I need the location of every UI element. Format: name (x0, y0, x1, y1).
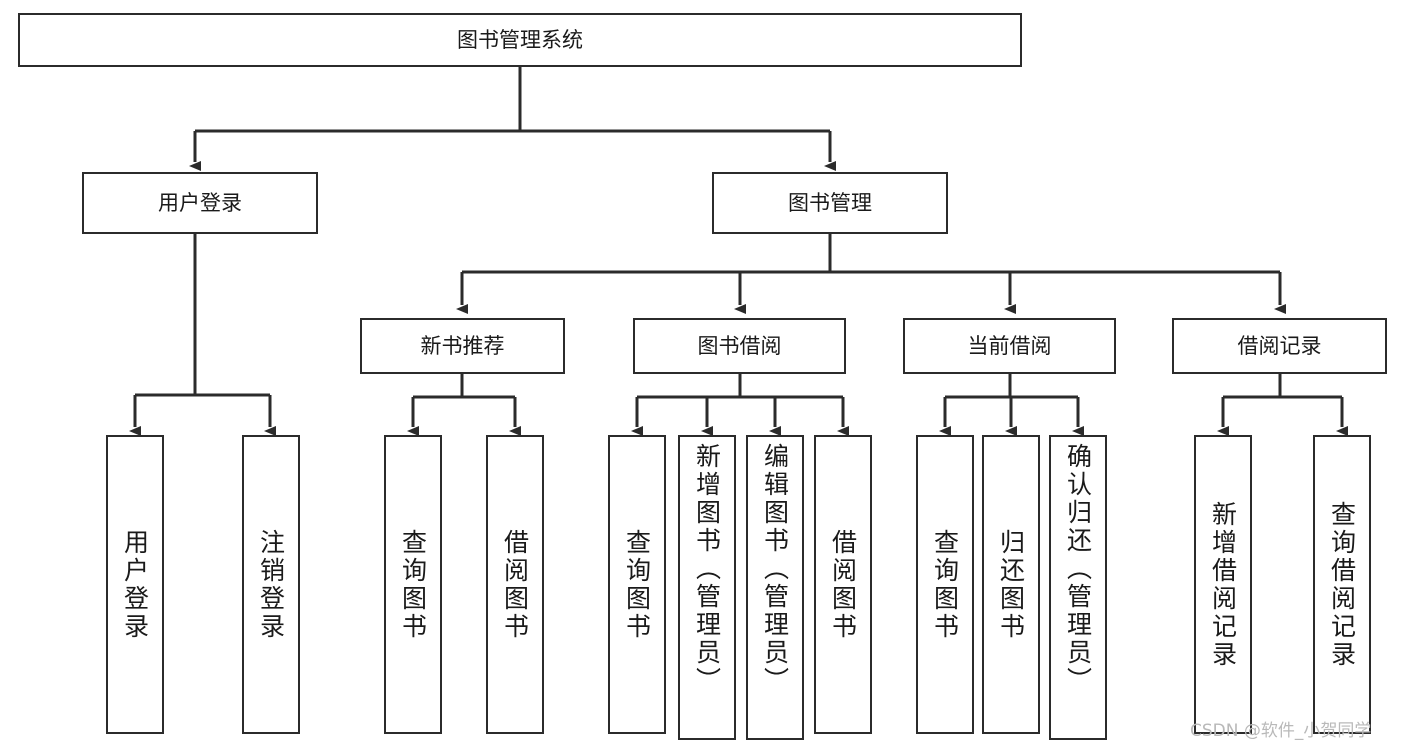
node-label: 查询借阅记录 (1327, 500, 1357, 669)
leaf-borrow-book[interactable]: 借阅图书 (814, 435, 872, 734)
node-user-login[interactable]: 用户登录 (82, 172, 318, 234)
node-label: 确认归还（管理员） (1063, 443, 1093, 695)
node-label: 用户登录 (120, 528, 150, 641)
node-borrow-record[interactable]: 借阅记录 (1172, 318, 1387, 374)
node-label: 图书管理 (788, 190, 872, 215)
node-book-management[interactable]: 图书管理 (712, 172, 948, 234)
node-root-book-management-system[interactable]: 图书管理系统 (18, 13, 1022, 67)
node-book-borrow[interactable]: 图书借阅 (633, 318, 846, 374)
node-label: 编辑图书（管理员） (760, 443, 790, 695)
leaf-logout[interactable]: 注销登录 (242, 435, 300, 734)
watermark-text: CSDN @软件_小贺同学 (1190, 721, 1372, 741)
leaf-query-book-recommend[interactable]: 查询图书 (384, 435, 442, 734)
node-label: 用户登录 (158, 190, 242, 215)
leaf-add-book-admin[interactable]: 新增图书（管理员） (678, 435, 736, 740)
leaf-borrow-book-recommend[interactable]: 借阅图书 (486, 435, 544, 734)
node-label: 新增图书（管理员） (692, 443, 722, 695)
node-label: 注销登录 (256, 528, 286, 641)
leaf-add-borrow-record[interactable]: 新增借阅记录 (1194, 435, 1252, 734)
node-current-borrow[interactable]: 当前借阅 (903, 318, 1116, 374)
node-label: 查询图书 (930, 528, 960, 641)
node-label: 当前借阅 (967, 333, 1052, 358)
node-label: 查询图书 (622, 528, 652, 641)
node-label: 借阅记录 (1237, 333, 1322, 358)
node-label: 图书借阅 (697, 333, 782, 358)
node-label: 新书推荐 (420, 333, 505, 358)
leaf-query-book-current[interactable]: 查询图书 (916, 435, 974, 734)
leaf-query-book-borrow[interactable]: 查询图书 (608, 435, 666, 734)
node-label: 借阅图书 (500, 528, 530, 641)
leaf-user-login[interactable]: 用户登录 (106, 435, 164, 734)
node-label: 归还图书 (996, 528, 1026, 641)
leaf-return-book[interactable]: 归还图书 (982, 435, 1040, 734)
leaf-confirm-return-admin[interactable]: 确认归还（管理员） (1049, 435, 1107, 740)
node-label: 图书管理系统 (457, 27, 583, 52)
node-new-book-recommend[interactable]: 新书推荐 (360, 318, 565, 374)
leaf-query-borrow-record[interactable]: 查询借阅记录 (1313, 435, 1371, 734)
leaf-edit-book-admin[interactable]: 编辑图书（管理员） (746, 435, 804, 740)
node-label: 借阅图书 (828, 528, 858, 641)
node-label: 新增借阅记录 (1208, 500, 1238, 669)
node-label: 查询图书 (398, 528, 428, 641)
